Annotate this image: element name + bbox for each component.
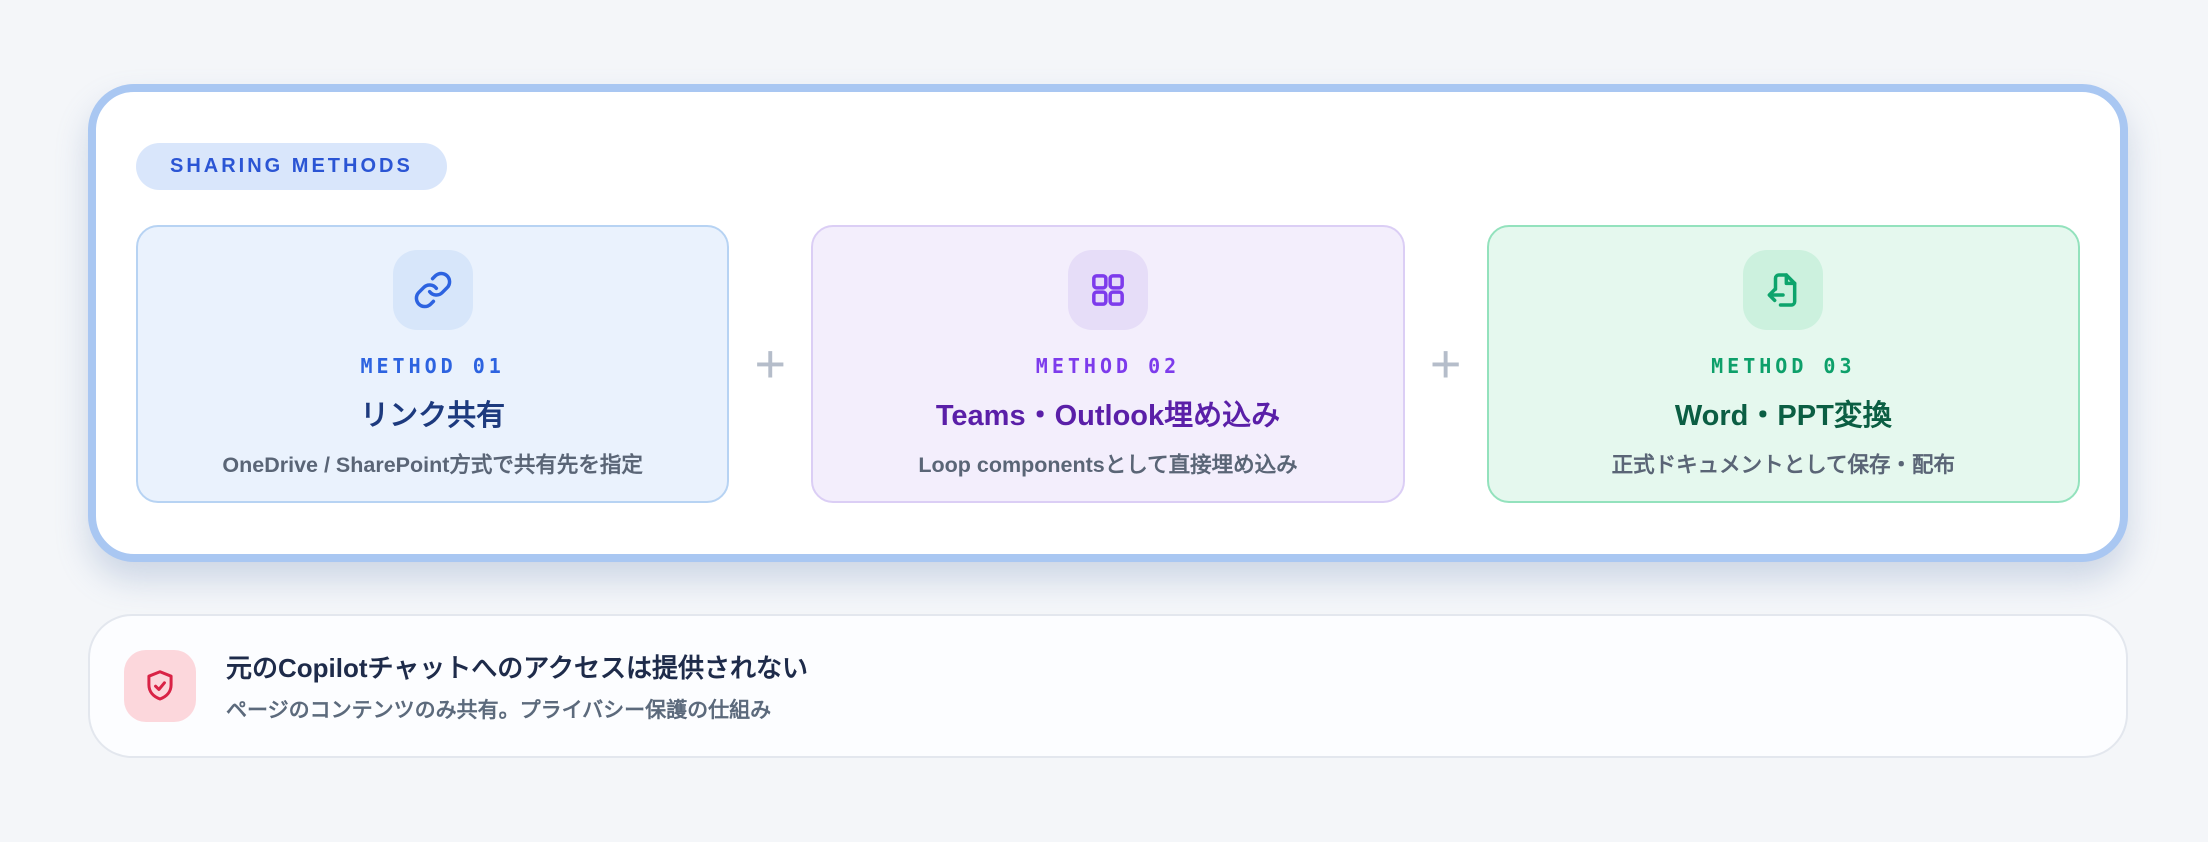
sharing-methods-panel: SHARING METHODS METHOD 01 リンク共有 OneDrive…: [88, 84, 2128, 562]
method-description: 正式ドキュメントとして保存・配布: [1611, 452, 1955, 477]
file-export-icon: [1743, 249, 1824, 330]
privacy-note-title: 元のCopilotチャットへのアクセスは提供されない: [226, 653, 808, 683]
method-title: Teams・Outlook埋め込み: [935, 399, 1281, 432]
method-description: Loop componentsとして直接埋め込み: [918, 452, 1298, 477]
method-card-link-sharing: METHOD 01 リンク共有 OneDrive / SharePoint方式で…: [136, 225, 730, 503]
method-card-teams-outlook-embed: METHOD 02 Teams・Outlook埋め込み Loop compone…: [811, 225, 1405, 503]
privacy-note-description: ページのコンテンツのみ共有。プライバシー保護の仕組み: [226, 699, 772, 722]
grid-icon: [1067, 249, 1148, 330]
method-card-word-ppt-convert: METHOD 03 Word・PPT変換 正式ドキュメントとして保存・配布: [1486, 225, 2080, 503]
method-label: METHOD 03: [1711, 353, 1856, 378]
sharing-methods-badge: SHARING METHODS: [136, 143, 447, 190]
method-cards-row: METHOD 01 リンク共有 OneDrive / SharePoint方式で…: [136, 225, 2080, 503]
method-title: Word・PPT変換: [1674, 399, 1892, 432]
privacy-note-text: 元のCopilotチャットへのアクセスは提供されない ページのコンテンツのみ共有…: [226, 648, 808, 724]
method-label: METHOD 02: [1035, 353, 1181, 378]
method-label: METHOD 01: [360, 353, 505, 378]
plus-separator: +: [754, 334, 787, 394]
method-title: リンク共有: [360, 399, 506, 432]
plus-separator: +: [1429, 334, 1462, 394]
shield-check-icon: [124, 650, 196, 722]
link-icon: [392, 249, 473, 330]
method-description: OneDrive / SharePoint方式で共有先を指定: [222, 452, 643, 477]
privacy-note-card: 元のCopilotチャットへのアクセスは提供されない ページのコンテンツのみ共有…: [88, 614, 2128, 758]
